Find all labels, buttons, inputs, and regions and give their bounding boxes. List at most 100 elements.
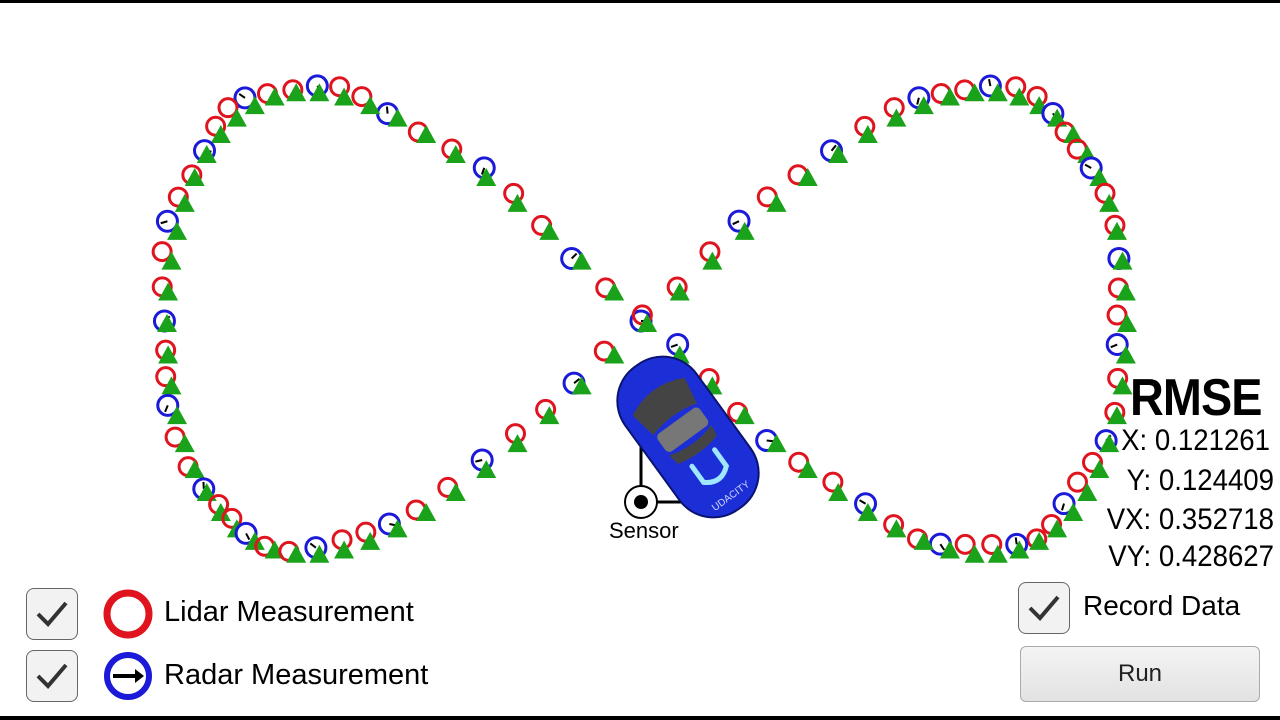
lidar-marker-icon [217, 97, 239, 119]
checkmark-icon [1028, 595, 1060, 621]
radar-marker-icon [1105, 333, 1129, 357]
estimate-marker-icon [476, 168, 497, 187]
estimate-marker-icon [286, 544, 307, 563]
estimate-marker-icon [244, 96, 265, 115]
estimate-marker-icon [857, 125, 878, 144]
estimate-marker-icon [1115, 345, 1136, 364]
lidar-marker-icon [351, 86, 373, 108]
estimate-marker-icon [158, 282, 179, 301]
estimate-marker-icon [886, 108, 907, 127]
record-data-label: Record Data [1083, 590, 1241, 621]
checkmark-icon [36, 663, 68, 689]
estimate-marker-icon [445, 144, 466, 163]
estimate-marker-icon [416, 502, 437, 521]
estimate-marker-icon [360, 531, 381, 550]
car: UDACITY [616, 355, 760, 519]
estimate-marker-icon [886, 519, 907, 538]
estimate-marker-icon [1063, 125, 1084, 144]
radar-marker-icon [1079, 156, 1103, 180]
lidar-checkbox[interactable] [26, 588, 78, 640]
estimate-marker-icon [416, 125, 437, 144]
estimate-marker-icon [507, 434, 528, 453]
measurement-markers [151, 74, 1137, 563]
estimate-marker-icon [987, 83, 1008, 102]
estimate-marker-icon [1106, 406, 1127, 425]
lidar-marker-icon [822, 471, 844, 493]
radar-checkbox[interactable] [26, 650, 78, 702]
radar-marker-icon [472, 156, 496, 180]
estimate-marker-icon [387, 519, 408, 538]
radar-legend-label: Radar Measurement [164, 659, 429, 691]
estimate-marker-icon [161, 251, 182, 270]
estimate-marker-icon [210, 502, 231, 521]
estimate-marker-icon [604, 282, 625, 301]
estimate-marker-icon [1106, 221, 1127, 240]
checkmark-icon [36, 601, 68, 627]
estimate-marker-icon [1089, 459, 1110, 478]
lidar-marker-icon [1067, 471, 1089, 493]
lidar-marker-icon [1106, 304, 1128, 326]
estimate-marker-icon [184, 459, 205, 478]
estimate-marker-icon [766, 193, 787, 212]
estimate-marker-icon [387, 108, 408, 127]
estimate-marker-icon [669, 282, 690, 301]
estimate-marker-icon [1047, 519, 1068, 538]
estimate-marker-icon [939, 87, 960, 106]
estimate-marker-icon [1112, 251, 1133, 270]
estimate-marker-icon [360, 96, 381, 115]
estimate-marker-icon [161, 376, 182, 395]
estimate-marker-icon [539, 406, 560, 425]
estimate-marker-icon [987, 544, 1008, 563]
estimate-marker-icon [637, 314, 657, 332]
estimate-marker-icon [828, 144, 849, 163]
estimate-marker-icon [1112, 376, 1133, 395]
estimate-marker-icon [702, 251, 723, 270]
lidar-marker-icon [954, 533, 976, 555]
rmse-vy-value: VY: 0.428627 [1108, 540, 1274, 573]
car-rear-window [669, 424, 717, 465]
estimate-marker-icon [196, 144, 217, 163]
run-button[interactable]: Run [1020, 646, 1260, 702]
estimate-marker-icon [210, 125, 231, 144]
estimate-marker-icon [857, 502, 878, 521]
estimate-marker-icon [939, 540, 960, 559]
lidar-marker-icon [981, 533, 1003, 555]
estimate-marker-icon [1115, 282, 1136, 301]
estimate-marker-icon [1099, 193, 1120, 212]
estimate-marker-icon [158, 345, 179, 364]
lidar-marker-icon [1082, 451, 1104, 473]
estimate-marker-icon [174, 434, 195, 453]
estimate-marker-icon [913, 96, 934, 115]
record-data-checkbox[interactable] [1018, 582, 1070, 634]
top-frame-border [0, 0, 1280, 3]
estimate-marker-icon [226, 108, 247, 127]
radar-ring-arrow-icon [104, 652, 152, 700]
radar-marker-icon [234, 521, 258, 545]
sensor-label: Sensor [609, 518, 679, 543]
estimate-marker-icon [964, 544, 985, 563]
estimate-marker-icon [828, 483, 849, 502]
estimate-marker-icon [797, 459, 818, 478]
estimate-marker-icon [334, 540, 355, 559]
estimate-marker-icon [571, 251, 592, 270]
lidar-ring-icon [103, 589, 153, 639]
car-windshield [632, 377, 697, 436]
car-logo-icon [689, 447, 730, 486]
estimate-marker-icon [476, 459, 497, 478]
estimate-marker-icon [1089, 168, 1110, 187]
estimate-marker-icon [604, 345, 625, 364]
radar-marker-icon [155, 209, 179, 233]
estimate-marker-icon [766, 434, 787, 453]
rmse-x-value: X: 0.121261 [1121, 424, 1270, 457]
estimate-marker-icon [1009, 87, 1030, 106]
estimate-marker-icon [309, 83, 330, 102]
estimate-marker-icon [1077, 483, 1098, 502]
estimate-marker-icon [286, 83, 307, 102]
estimate-marker-icon [734, 406, 755, 425]
lidar-marker-icon [155, 366, 177, 388]
estimate-marker-icon [964, 83, 985, 102]
estimate-marker-icon [1029, 531, 1050, 550]
estimate-marker-icon [167, 221, 188, 240]
lidar-marker-icon [221, 507, 243, 529]
